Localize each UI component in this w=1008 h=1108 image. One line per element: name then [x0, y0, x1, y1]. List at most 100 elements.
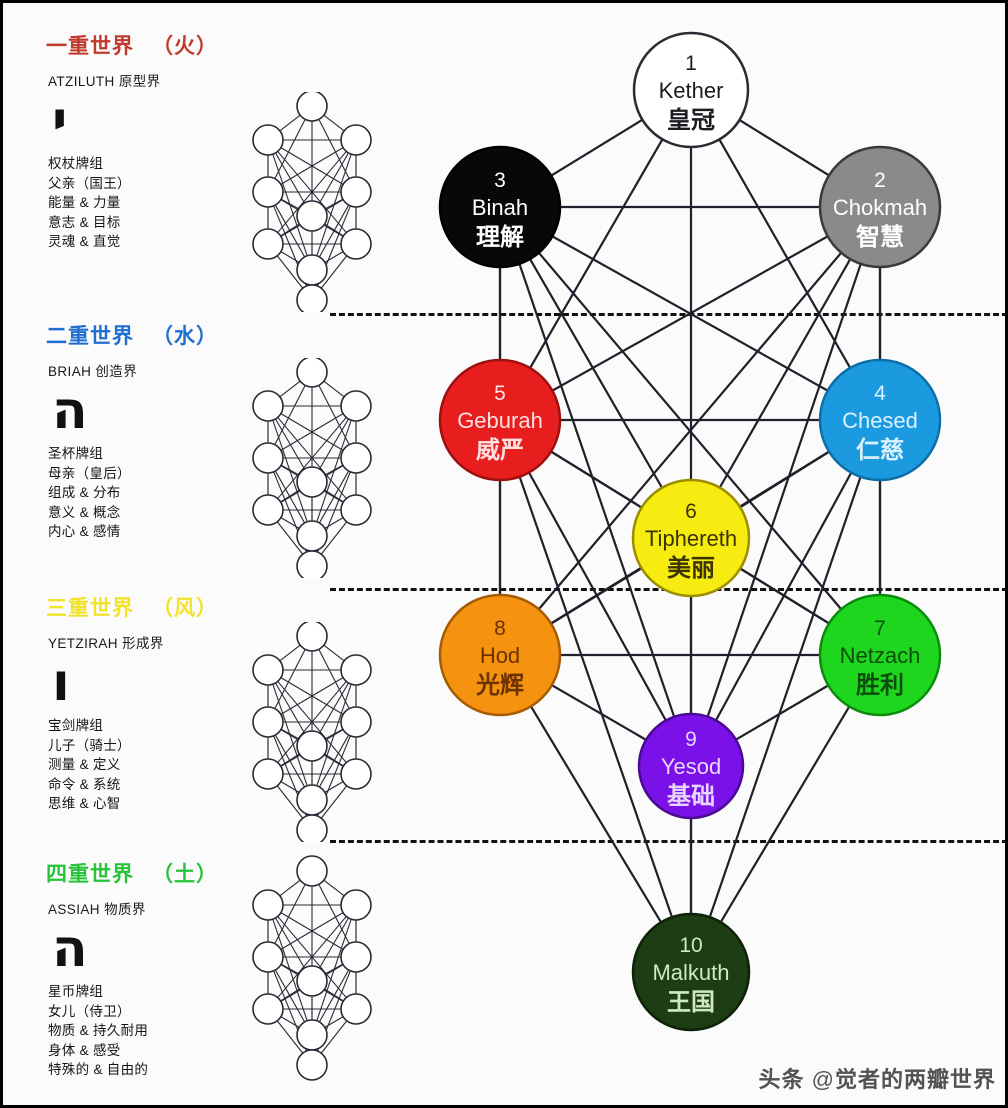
sephirah-name: Chesed: [842, 408, 918, 433]
sephirah-number: 9: [685, 728, 697, 751]
divider-yetzirah-assiah: [330, 840, 1008, 843]
sephirah-name: Malkuth: [652, 960, 729, 985]
mini-sephirah-node: [340, 941, 372, 973]
mini-sephirah-node: [252, 706, 284, 738]
mini-sephirah-node: [340, 390, 372, 422]
hebrew-letter-heh-final-icon: ה: [52, 919, 88, 979]
world-attribute: 圣杯牌组: [48, 446, 104, 461]
sephirah-number: 7: [874, 617, 886, 640]
sephirah-name: Geburah: [457, 408, 543, 433]
mini-sephirah-node: [252, 654, 284, 686]
mini-sephirah-node: [296, 855, 328, 887]
world-subtitle: BRIAH 创造界: [48, 364, 138, 379]
world-element: （火）: [152, 35, 218, 58]
world-attribute: 命令 & 系统: [48, 776, 121, 792]
world-attribute-list: 圣杯牌组 母亲（皇后） 组成 & 分布 意义 & 概念 内心 & 感情: [48, 444, 250, 542]
world-attribute: 能量 & 力量: [48, 195, 121, 210]
sephirah-number: 2: [874, 169, 886, 192]
world-section-yetzirah: 三重世界（风） YETZIRAH 形成界 ו 宝剑牌组 儿子（骑士） 测量 & …: [0, 592, 250, 814]
mini-sephirah-node: [340, 706, 372, 738]
sephirah-name: Kether: [659, 78, 724, 103]
sephirah-number: 5: [494, 382, 506, 405]
sephirah-name: Yesod: [661, 754, 721, 779]
world-subtitle: ATZILUTH 原型界: [48, 74, 161, 89]
sephirah-chinese-name: 理解: [476, 223, 524, 251]
mini-sephirah-node: [252, 941, 284, 973]
mini-sephirah-node: [296, 622, 328, 652]
world-attribute: 特殊的 & 自由的: [48, 1062, 149, 1077]
world-attribute: 父亲（国王）: [48, 175, 131, 191]
mini-sephirah-node: [296, 92, 328, 122]
world-title: 四重世界 （土）: [46, 858, 250, 888]
mini-sephirah-node: [252, 176, 284, 208]
world-attribute: 权杖牌组: [48, 156, 104, 171]
mini-sephirah-node: [296, 358, 328, 388]
world-title-text: 一重世界: [46, 35, 134, 58]
divider-atziluth-briah: [330, 313, 1008, 316]
world-attribute: 女儿（侍卫）: [48, 1003, 131, 1019]
world-title: 二重世界（水）: [46, 320, 250, 350]
watermark: 头条 @觉者的两瓣世界: [759, 1062, 997, 1094]
sephirah-name: Netzach: [840, 643, 921, 668]
world-attribute: 意义 & 概念: [48, 504, 121, 520]
mini-tree-of-life-assiah: [252, 855, 372, 1081]
mini-sephirah-node: [252, 889, 284, 921]
world-attribute: 身体 & 感受: [48, 1042, 121, 1058]
mini-tree-of-life-yetzirah: [252, 622, 372, 842]
world-element: （土）: [152, 863, 218, 886]
worlds-column: 一重世界 （火） ATZILUTH 原型界 י 权杖牌组 父亲（国王） 能量 & …: [0, 0, 250, 1108]
mini-sephirah-node: [296, 550, 328, 578]
mini-sephirah-node: [340, 993, 372, 1025]
mini-sephirah-node: [340, 758, 372, 790]
mini-tree-of-life-briah: [252, 358, 372, 578]
world-attribute: 意志 & 目标: [48, 214, 121, 230]
mini-sephirah-node: [252, 390, 284, 422]
mini-sephirah-node: [340, 176, 372, 208]
watermark-at-icon: @: [811, 1067, 835, 1092]
world-subtitle: ASSIAH 物质界: [48, 902, 146, 917]
sephirah-number: 8: [494, 617, 506, 640]
world-element: （水）: [152, 325, 218, 348]
mini-sephirah-node: [340, 124, 372, 156]
world-attribute-list: 星币牌组 女儿（侍卫） 物质 & 持久耐用 身体 & 感受 特殊的 & 自由的: [48, 982, 250, 1080]
sephirah-number: 3: [494, 169, 506, 192]
mini-sephirah-node: [296, 466, 328, 498]
mini-sephirah-node: [340, 228, 372, 260]
hebrew-letter-yod-icon: י: [52, 91, 68, 151]
sephirah-chinese-name: 智慧: [856, 223, 904, 251]
world-attribute: 灵魂 & 直觉: [48, 234, 121, 249]
world-element: （风）: [152, 597, 218, 620]
world-title-text: 四重世界: [46, 863, 134, 886]
hebrew-letter-vav-icon: ו: [52, 653, 70, 713]
world-attribute: 组成 & 分布: [48, 485, 121, 500]
sephirah-number: 6: [685, 500, 697, 523]
sephirah-chinese-name: 基础: [667, 782, 715, 810]
mini-tree-of-life-atziluth: [252, 92, 372, 312]
world-attribute: 儿子（骑士）: [48, 737, 131, 753]
sephirah-name: Hod: [480, 643, 520, 668]
mini-sephirah-node: [296, 284, 328, 312]
mini-sephirah-node: [296, 200, 328, 232]
sephirah-chinese-name: 光辉: [475, 671, 524, 699]
world-attribute: 测量 & 定义: [48, 757, 121, 772]
world-attribute-list: 权杖牌组 父亲（国王） 能量 & 力量 意志 & 目标 灵魂 & 直觉: [48, 154, 250, 252]
mini-sephirah-node: [296, 730, 328, 762]
world-attribute: 宝剑牌组: [48, 718, 104, 733]
world-attribute: 物质 & 持久耐用: [48, 1023, 149, 1038]
sephirah-chinese-name: 威严: [476, 436, 524, 464]
world-subtitle: YETZIRAH 形成界: [48, 636, 164, 651]
world-title: 三重世界（风）: [46, 592, 250, 622]
sephirah-chinese-name: 美丽: [667, 554, 715, 582]
mini-sephirah-node: [252, 993, 284, 1025]
